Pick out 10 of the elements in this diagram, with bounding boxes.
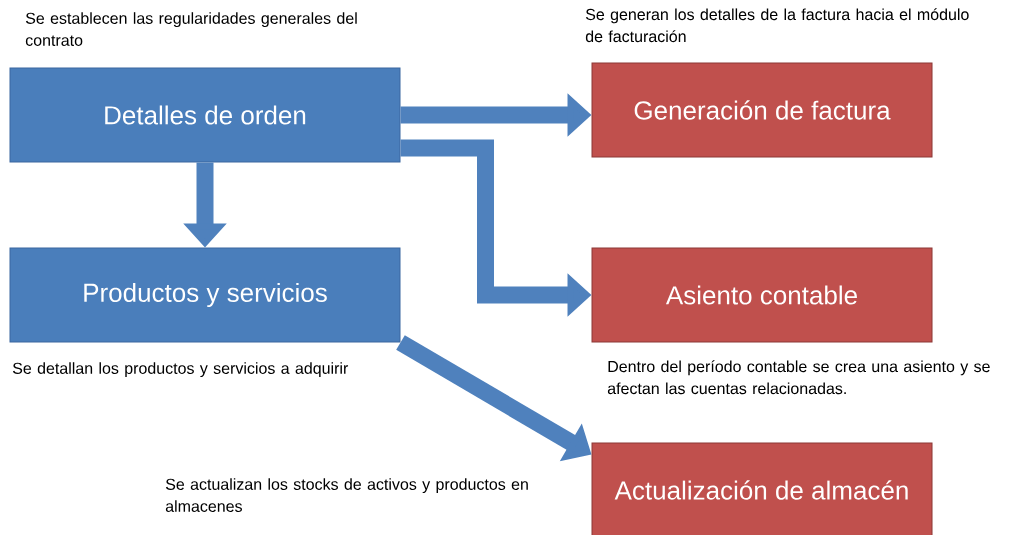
note-text: Se detallan los productos y servicios a adquirir	[12, 362, 349, 378]
process-box: Asiento contable	[591, 247, 933, 343]
process-box: Detalles de orden	[9, 67, 401, 163]
process-box: Actualización de almacén	[591, 442, 933, 535]
note-text: Se generan los detalles de la factura hacia el módulo de facturación	[585, 8, 969, 43]
process-box: Generación de factura	[591, 62, 933, 158]
process-box: Productos y servicios	[9, 247, 401, 343]
note-text: Se actualizan los stocks de activos y productos en almacenes	[165, 478, 528, 512]
note-text: Dentro del período contable se crea una asiento y se afectan las cuentas relacionadas.	[607, 360, 990, 395]
note-text: Se establecen las regularidades generales del contrato	[25, 12, 357, 46]
